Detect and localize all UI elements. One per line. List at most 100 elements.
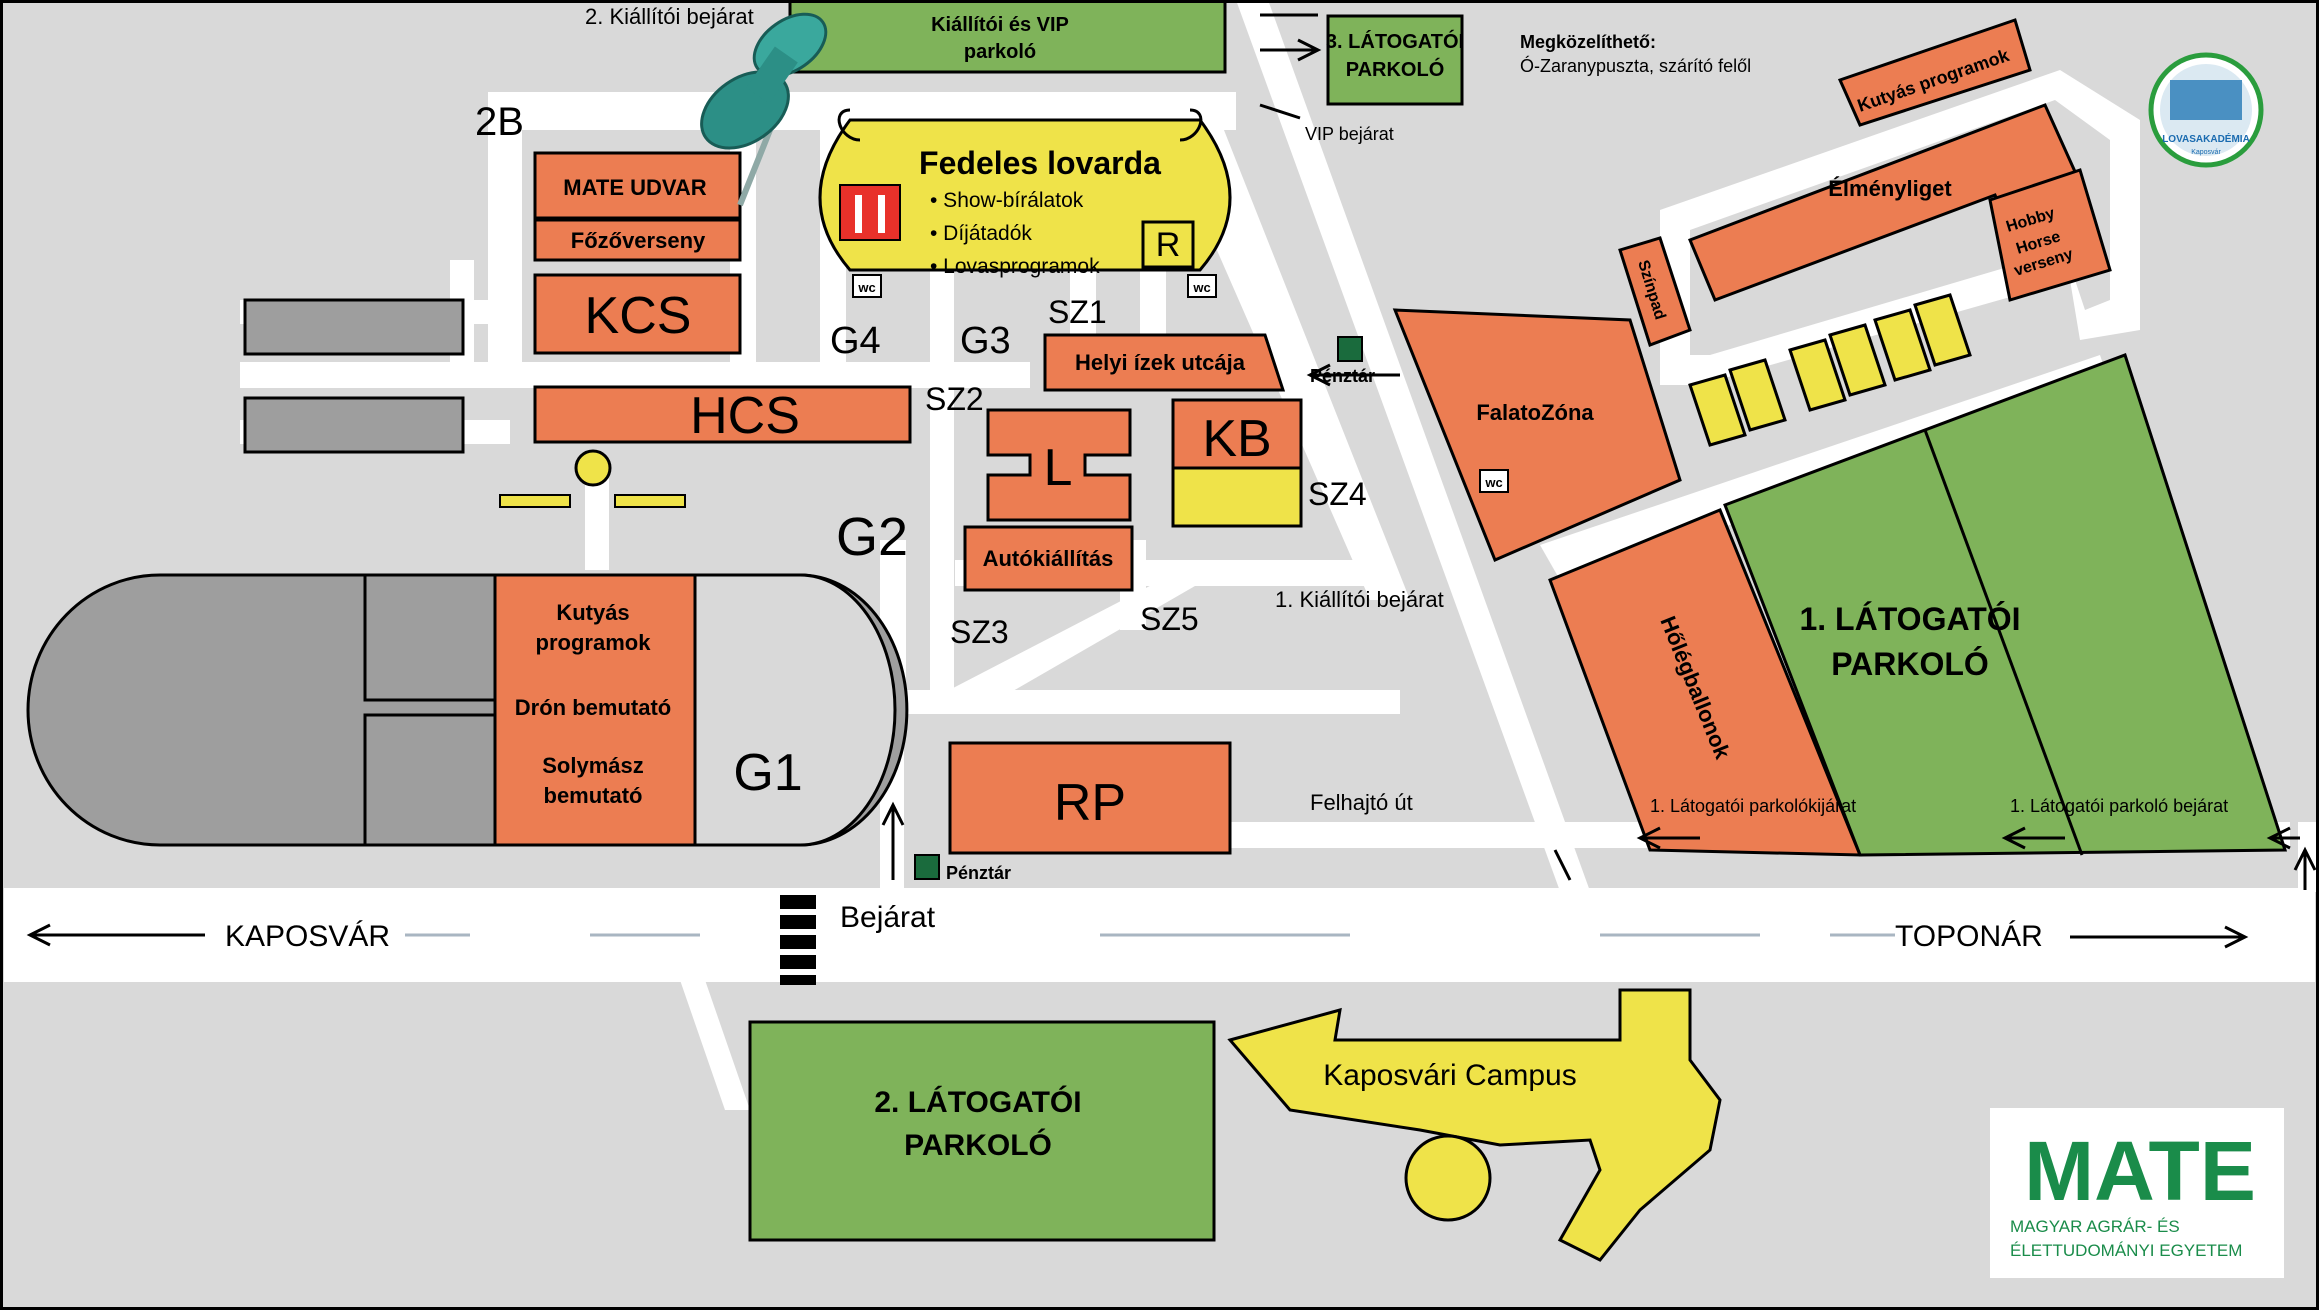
- track-programs-area: [493, 573, 697, 847]
- falconer-label-1: Solymász: [542, 753, 644, 778]
- gray-building-1: [243, 298, 465, 356]
- parking-1: [1723, 353, 2288, 857]
- crosswalk: [780, 895, 816, 985]
- svg-text:LOVASAKADÉMIA: LOVASAKADÉMIA: [2162, 132, 2250, 145]
- sz2-label: SZ2: [925, 381, 984, 417]
- helyi-izek-label: Helyi ízek utcája: [1075, 350, 1246, 375]
- indoor-arena-title: Fedeles lovarda: [919, 145, 1161, 181]
- indoor-item-horse: • Lovasprogramok: [930, 255, 1100, 278]
- gray-building-2: [243, 396, 465, 454]
- kb-yellow-area: [1171, 466, 1303, 528]
- autokiallitas-building: [963, 525, 1134, 592]
- track-dog-label-2: programok: [536, 630, 652, 655]
- yellow-point: [574, 449, 612, 487]
- szinpad-area: [1618, 236, 1692, 347]
- helyi-izek-building: [1043, 333, 1286, 392]
- l-building: [986, 408, 1132, 522]
- wc-icon: wc: [852, 274, 882, 298]
- falconer-label-2: bemutató: [544, 783, 643, 808]
- r-box: [1141, 220, 1195, 269]
- campus-label: Kaposvári Campus: [1323, 1059, 1576, 1092]
- rp-building: [948, 741, 1232, 855]
- kcs-building: [533, 273, 742, 355]
- mate-logo: MATE MAGYAR AGRÁR- ÉS ÉLETTUDOMÁNYI EGYE…: [1990, 1108, 2284, 1278]
- parking-2: [748, 1020, 1216, 1242]
- kcs-label: KCS: [585, 287, 692, 345]
- svg-text:wc: wc: [1192, 280, 1210, 295]
- parking-2-label-1: 2. LÁTOGATÓI: [874, 1085, 1081, 1119]
- exhibitor-vip-parking-label-1: Kiállítói és VIP: [931, 14, 1069, 36]
- wc-icon: wc: [1479, 469, 1509, 493]
- hcs-label: HCS: [690, 387, 800, 445]
- parking-2-label-2: PARKOLÓ: [904, 1128, 1052, 1162]
- parking-3-label-1: 3. LÁTOGATÓI: [1326, 29, 1464, 53]
- sz1-label: SZ1: [1048, 294, 1107, 330]
- cash-desk-icon: [1337, 336, 1363, 362]
- autokiallitas-label: Autókiállítás: [983, 546, 1114, 571]
- kb-label: KB: [1202, 410, 1271, 468]
- parking-1-exit-label: 1. Látogatói parkolókijárat: [1650, 796, 1856, 816]
- entrance-1-label: 1. Kiállítói bejárat: [1275, 587, 1444, 612]
- indoor-item-awards: • Díjátadók: [930, 222, 1032, 245]
- drone-label: Drón bemutató: [515, 695, 671, 720]
- kutyas-programok-area: [1837, 18, 2032, 127]
- entrance-2-label: 2. Kiállítói bejárat: [585, 4, 754, 29]
- parking-3-label-2: PARKOLÓ: [1346, 57, 1445, 81]
- fozoverseny: [533, 218, 742, 262]
- sz5-label: SZ5: [1140, 601, 1199, 637]
- restaurant-icon: [839, 184, 901, 241]
- indoor-arena: [818, 118, 1232, 272]
- svg-text:Kaposvár: Kaposvár: [2191, 149, 2221, 156]
- sz4-label: SZ4: [1308, 476, 1367, 512]
- elmenyliget-label: Élményliget: [1828, 176, 1952, 201]
- falatozona-label: FalatoZóna: [1476, 400, 1594, 425]
- track-dog-label-1: Kutyás: [556, 600, 629, 625]
- approach-title: Megközelíthető:: [1520, 32, 1656, 52]
- arrows: [26, 13, 2317, 949]
- g4-label: G4: [830, 320, 881, 362]
- mate-logo-text: MATE: [2024, 1124, 2256, 1218]
- map-pin-icon: [700, 12, 828, 207]
- kb-building: [1171, 398, 1303, 470]
- svg-text:wc: wc: [1484, 475, 1502, 490]
- svg-text:wc: wc: [857, 280, 875, 295]
- kaposvar-label: KAPOSVÁR: [225, 920, 390, 953]
- toponar-label: TOPONÁR: [1895, 920, 2043, 953]
- kaposvari-campus: [1227, 988, 1722, 1262]
- g1-label: G1: [733, 744, 802, 802]
- lovasakademia-logo: LOVASAKADÉMIA Kaposvár: [2148, 52, 2264, 168]
- l-label: L: [1044, 439, 1073, 497]
- parking-1-entrance-label: 1. Látogatói parkoló bejárat: [2010, 796, 2228, 816]
- parking-1-label-1: 1. LÁTOGATÓI: [1799, 601, 2020, 637]
- exhibitor-vip-parking-label-2: parkoló: [964, 41, 1036, 63]
- label-2b: 2B: [475, 100, 524, 144]
- sz3-label: SZ3: [950, 614, 1009, 650]
- g2-label: G2: [836, 507, 908, 567]
- mate-name-2: ÉLETTUDOMÁNYI EGYETEM: [2010, 1241, 2242, 1260]
- hcs-building: [533, 385, 912, 444]
- parking-1-label-2: PARKOLÓ: [1831, 646, 1989, 682]
- wc-icon: wc: [1187, 274, 1217, 298]
- cash-desk-icon: [914, 854, 940, 880]
- exhibitor-vip-parking: [788, 0, 1227, 74]
- mate-name-1: MAGYAR AGRÁR- ÉS: [2010, 1217, 2180, 1236]
- mate-udvar-label: MATE UDVAR: [563, 175, 707, 200]
- holegballonok-area: [1548, 508, 1863, 857]
- indoor-item-show: • Show-bírálatok: [930, 189, 1084, 212]
- felhajto-label: Felhajtó út: [1310, 790, 1413, 815]
- mate-udvar: [533, 151, 742, 220]
- cash-desk-label-2: Pénztár: [946, 863, 1011, 883]
- yellow-stalls: [1688, 293, 1972, 447]
- approach-text: Ó-Zaranypuszta, szárító felől: [1520, 55, 1751, 76]
- entrance-label: Bejárat: [840, 901, 936, 934]
- r-label: R: [1156, 226, 1181, 264]
- falatozona: [1392, 308, 1682, 562]
- diagonal-road: [1236, 0, 1595, 905]
- g3-label: G3: [960, 320, 1011, 362]
- fozoverseny-label: Főzőverseny: [571, 228, 706, 253]
- vip-entrance-label: VIP bejárat: [1305, 124, 1394, 144]
- rp-label: RP: [1054, 774, 1126, 832]
- parking-3: [1326, 14, 1464, 106]
